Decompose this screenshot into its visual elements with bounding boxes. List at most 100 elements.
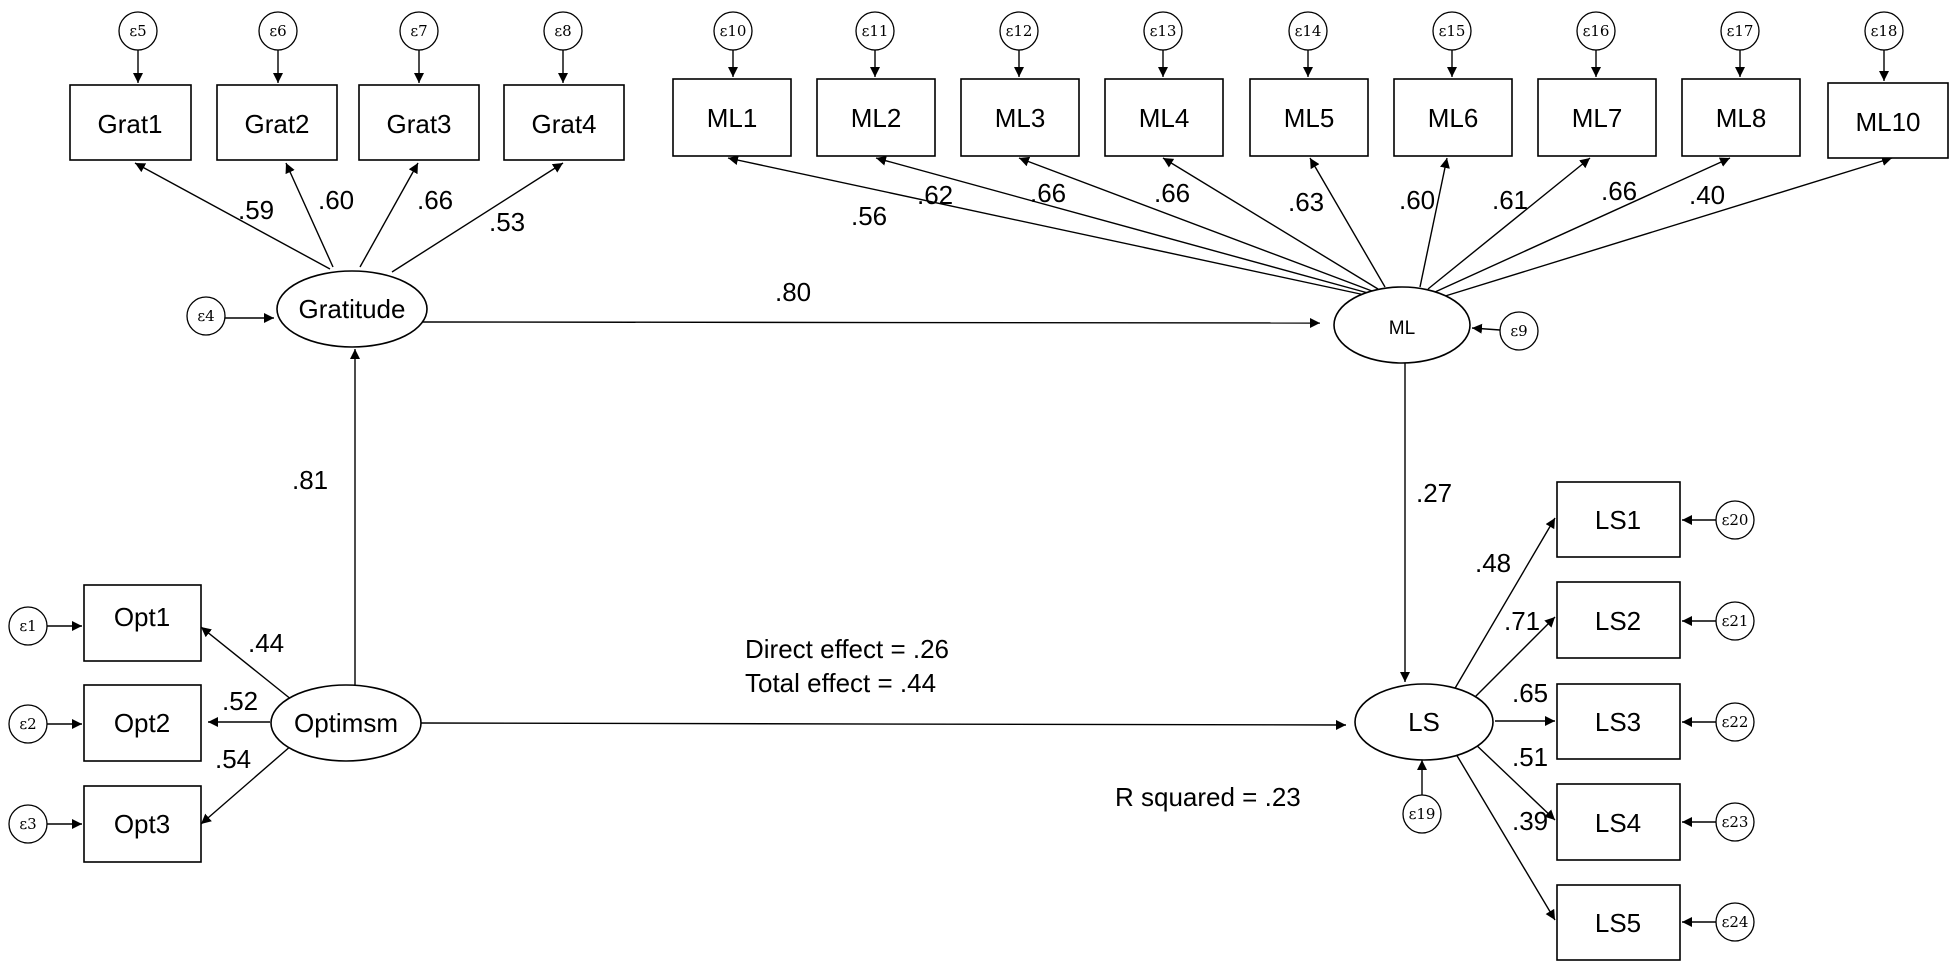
indicator-ml6: ML6 (1393, 78, 1513, 157)
indicator-label: LS2 (1595, 606, 1641, 636)
indicator-ml7: ML7 (1537, 78, 1657, 157)
loading-ml5: .63 (1288, 187, 1324, 217)
indicator-ml10: ML10 (1827, 82, 1949, 159)
indicator-label: ML2 (851, 103, 902, 133)
error-ml-latent: ε9 (1499, 311, 1539, 351)
indicator-ls2: LS2 (1556, 581, 1681, 659)
arrow-gratitude-grat1 (134, 162, 331, 270)
error-ls3: ε22 (1715, 702, 1755, 742)
error-label: ε6 (269, 22, 286, 40)
error-ls2: ε21 (1715, 601, 1755, 641)
loading-ml6: .60 (1399, 185, 1435, 215)
loading-ml2: .62 (917, 180, 953, 210)
error-label: ε11 (862, 22, 889, 40)
error-ls4: ε23 (1715, 802, 1755, 842)
error-label: ε19 (1409, 805, 1436, 823)
error-label: ε5 (129, 22, 146, 40)
error-label: ε12 (1006, 22, 1033, 40)
indicator-ml8: ML8 (1681, 78, 1801, 157)
error-ls-latent: ε19 (1402, 794, 1442, 834)
error-opt3: ε3 (8, 804, 48, 844)
latent-gratitude: Gratitude (276, 270, 428, 348)
error-ls1: ε20 (1715, 500, 1755, 540)
indicator-ml4: ML4 (1104, 78, 1224, 157)
total-effect-note: Total effect = .44 (745, 668, 936, 698)
indicator-label: ML10 (1855, 107, 1920, 137)
error-label: ε3 (19, 815, 36, 833)
loading-grat4: .53 (489, 207, 525, 237)
error-label: ε2 (19, 715, 36, 733)
indicator-ml1: ML1 (672, 78, 792, 157)
indicator-opt1: Opt1 (83, 584, 202, 662)
arrow-gratitude-grat4 (391, 162, 564, 273)
error-label: ε18 (1871, 22, 1898, 40)
error-label: ε13 (1150, 22, 1177, 40)
error-ls5: ε24 (1715, 902, 1755, 942)
loading-ml10: .40 (1689, 180, 1725, 210)
loading-ml4: .66 (1154, 178, 1190, 208)
loading-grat2: .60 (318, 185, 354, 215)
arrow-ml-ml1 (727, 155, 1366, 296)
indicator-ls4: LS4 (1556, 783, 1681, 861)
indicator-label: LS3 (1595, 707, 1641, 737)
arrow-ls-ls2 (1469, 616, 1556, 703)
error-arrow-ml-latent (1471, 323, 1501, 334)
arrow-ml-ml6 (1419, 157, 1450, 288)
latent-label: LS (1408, 707, 1440, 737)
error-ml1: ε10 (713, 11, 753, 51)
indicator-label: ML4 (1139, 103, 1190, 133)
arrow-ls-ls1 (1453, 517, 1556, 691)
error-ml5: ε14 (1288, 11, 1328, 51)
latent-label: Gratitude (299, 294, 406, 324)
indicator-label: Grat2 (244, 109, 309, 139)
indicator-label: ML1 (707, 103, 758, 133)
indicator-ml3: ML3 (960, 78, 1080, 157)
indicator-grat2: Grat2 (216, 84, 338, 161)
indicator-label: LS1 (1595, 505, 1641, 535)
error-ml4: ε13 (1143, 11, 1183, 51)
error-label: ε23 (1722, 813, 1749, 831)
loading-opt2: .52 (222, 686, 258, 716)
arrow-gratitude-grat3 (359, 162, 419, 268)
loading-ls5: .39 (1512, 806, 1548, 836)
error-label: ε15 (1439, 22, 1466, 40)
error-label: ε22 (1722, 713, 1749, 731)
error-ml3: ε12 (999, 11, 1039, 51)
indicator-label: LS4 (1595, 808, 1641, 838)
arrow-ml-ml4 (1162, 157, 1379, 290)
indicator-grat4: Grat4 (503, 84, 625, 161)
arrow-ls-ls4 (1471, 740, 1556, 821)
indicator-label: ML3 (995, 103, 1046, 133)
error-ml8: ε17 (1720, 11, 1760, 51)
error-ml2: ε11 (855, 11, 895, 51)
indicator-ml5: ML5 (1249, 78, 1369, 157)
loading-ml7: .61 (1492, 185, 1528, 215)
loading-grat3: .66 (417, 185, 453, 215)
indicator-grat3: Grat3 (358, 84, 480, 161)
error-label: ε24 (1722, 913, 1749, 931)
arrow-gratitude-grat2 (285, 162, 334, 268)
indicator-label: ML6 (1428, 103, 1479, 133)
coef-gratitude-to-ml: .80 (775, 277, 811, 307)
error-gratitude: ε4 (186, 296, 226, 336)
indicator-label: Opt2 (114, 708, 170, 738)
coef-optimism-to-gratitude: .81 (292, 465, 328, 495)
error-grat4: ε8 (543, 11, 583, 51)
arrow-optimism-opt1 (200, 626, 293, 701)
indicator-label: ML8 (1716, 103, 1767, 133)
latent-label: ML (1389, 318, 1415, 339)
indicator-label: Grat4 (531, 109, 596, 139)
loading-ls1: .48 (1475, 548, 1511, 578)
loading-ls2: .71 (1504, 606, 1540, 636)
error-label: ε7 (410, 22, 427, 40)
indicator-label: ML5 (1284, 103, 1335, 133)
error-ml6: ε15 (1432, 11, 1472, 51)
indicator-opt3: Opt3 (83, 785, 202, 863)
indicator-label: Opt1 (114, 602, 170, 632)
error-label: ε1 (19, 617, 36, 635)
path-gratitude-to-ml (421, 317, 1321, 328)
error-grat1: ε5 (118, 11, 158, 51)
arrow-ml-ml8 (1434, 157, 1731, 293)
error-opt2: ε2 (8, 704, 48, 744)
